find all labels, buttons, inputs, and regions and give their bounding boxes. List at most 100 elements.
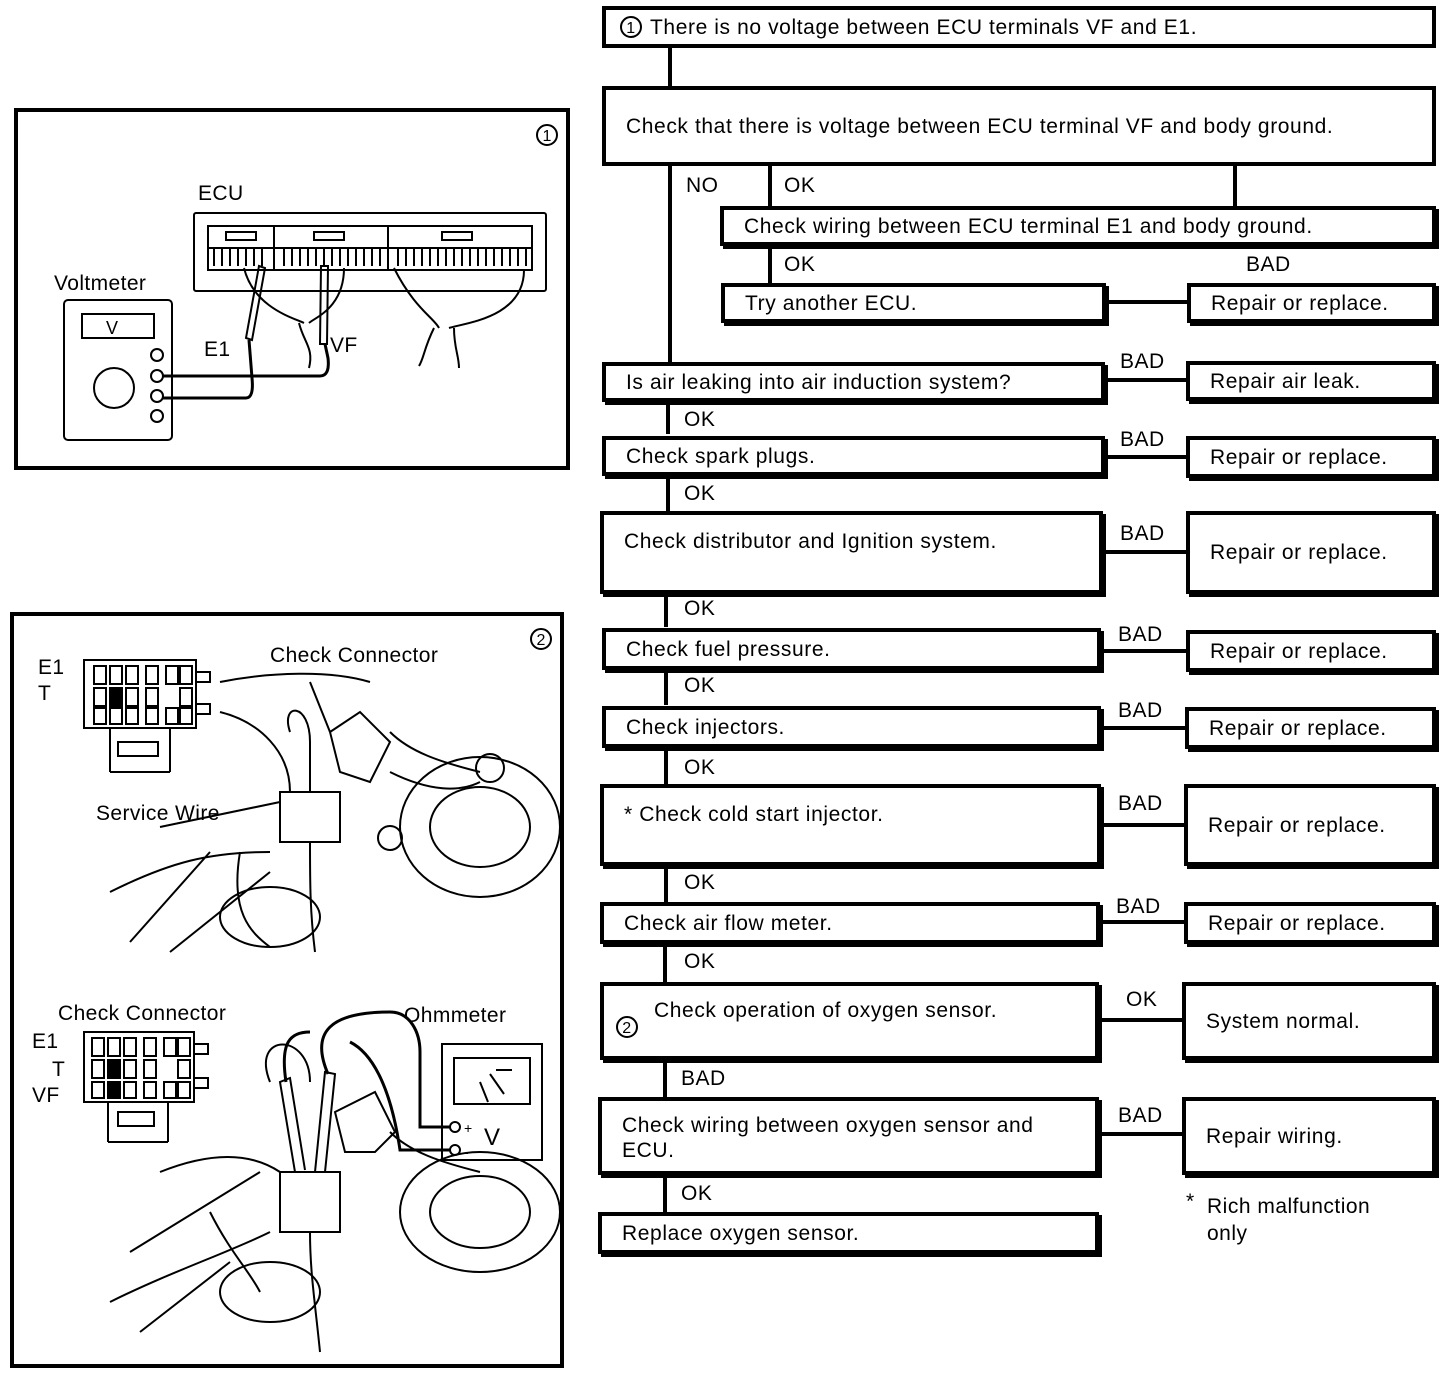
check-connector-illustration [83,659,561,1353]
vf-lead [163,343,330,378]
ohmmeter-body [441,1043,543,1161]
label-bad-wiring: BAD [1118,1104,1163,1127]
connector-face-top [83,659,197,729]
ecu-voltmeter-illustration [63,212,547,441]
label-bad-e1: BAD [1246,253,1291,276]
e1-probe-label: E1 [204,338,231,361]
check-e1-wiring-text: Check wiring between ECU terminal E1 and… [744,214,1313,238]
repair-replace-box-injectors: Repair or replace. [1185,707,1436,749]
ohmmeter-display [453,1057,531,1105]
vf-probe [318,265,330,345]
repair-replace-text-air-flow: Repair or replace. [1208,911,1386,935]
start-condition-text: There is no voltage between ECU terminal… [650,15,1198,39]
label-no: NO [686,174,719,197]
check-connector-label-top: Check Connector [270,644,439,667]
footnote-star: * [1186,1190,1195,1213]
step-marker-1: 1 [620,16,642,38]
repair-replace-text-spark: Repair or replace. [1210,445,1388,469]
leader-line [219,672,371,683]
injectors-text: Check injectors. [626,715,785,739]
e1-pin-label-top: E1 [38,656,65,679]
probe-plus [314,1070,337,1173]
voltmeter-unit: V [106,318,119,338]
service-wire-label: Service Wire [96,802,220,825]
probe-minus [278,1076,306,1173]
repair-replace-box-e1: Repair or replace. [1187,283,1436,323]
label-ok-wiring: OK [681,1182,713,1205]
repair-replace-box-spark: Repair or replace. [1186,436,1436,478]
ohmmeter-plus-label: + [464,1120,473,1136]
footnote-text: Rich malfunction only [1207,1195,1371,1245]
air-leak-question-text: Is air leaking into air induction system… [626,370,1012,394]
label-bad-air: BAD [1120,350,1165,373]
label-ok-cold-start: OK [684,871,716,894]
voltmeter-display [81,313,155,339]
ohmmeter-minus-label: - [464,1144,470,1160]
check-vf-ground-text: Check that there is voltage between ECU … [626,114,1334,138]
spark-plugs-box: Check spark plugs. [602,436,1105,476]
label-ok-air: OK [684,408,716,431]
panel-number-1: 1 [536,124,558,146]
repair-replace-box-air-flow: Repair or replace. [1184,902,1436,944]
t-pin-label-bottom: T [52,1058,66,1081]
label-ok-injectors: OK [684,756,716,779]
fuel-pressure-box: Check fuel pressure. [602,628,1101,670]
panel-number-2: 2 [530,628,552,650]
cold-start-box: * Check cold start injector. [600,784,1101,866]
system-normal-box: System normal. [1182,982,1436,1060]
air-leak-question-box: Is air leaking into air induction system… [602,362,1105,402]
e1-lead [163,339,254,400]
label-ok-oxygen: OK [1126,988,1158,1011]
replace-oxygen-box: Replace oxygen sensor. [598,1212,1099,1254]
check-connector-label-bottom: Check Connector [58,1002,227,1025]
ohmmeter-lead-plus [320,1010,450,1129]
repair-replace-text-distributor: Repair or replace. [1210,541,1388,564]
ecu-label: ECU [198,182,244,205]
label-ok-fuel: OK [684,674,716,697]
label-bad-distributor: BAD [1120,522,1165,545]
connector-face-bottom [83,1031,195,1103]
system-normal-text: System normal. [1206,1009,1361,1033]
start-condition-box: 1 There is no voltage between ECU termin… [602,6,1436,48]
injectors-box: Check injectors. [602,706,1101,748]
cold-start-text: * Check cold start injector. [624,803,884,826]
label-bad-spark: BAD [1120,428,1165,451]
repair-replace-box-distributor: Repair or replace. [1186,511,1436,594]
repair-air-leak-box: Repair air leak. [1186,361,1436,401]
repair-air-leak-text: Repair air leak. [1210,369,1361,393]
repair-replace-box-fuel: Repair or replace. [1186,630,1436,672]
spark-plugs-text: Check spark plugs. [626,444,816,468]
label-ok-distributor: OK [684,597,716,620]
harness-wire [243,267,305,324]
fuel-pressure-text: Check fuel pressure. [626,637,831,661]
e1-probe [244,264,267,342]
repair-replace-text-e1: Repair or replace. [1211,291,1389,315]
label-bad-fuel: BAD [1118,623,1163,646]
oxygen-operation-text: Check operation of oxygen sensor. [654,999,998,1022]
t-pin-label-top: T [38,682,52,705]
replace-oxygen-text: Replace oxygen sensor. [622,1221,860,1245]
panel-ecu-voltmeter: 1 ECU Voltmeter E1 VF [14,108,570,470]
check-connector-top [279,791,341,843]
step-marker-2: 2 [616,1016,638,1038]
label-ok-vf: OK [784,174,816,197]
ohmmeter-unit: V [484,1124,501,1151]
label-bad-injectors: BAD [1118,699,1163,722]
wiring-oxygen-ecu-text: Check wiring between oxygen sensor and E… [622,1114,1034,1162]
check-connector-bottom [279,1171,341,1233]
repair-wiring-text: Repair wiring. [1206,1124,1343,1148]
air-flow-meter-text: Check air flow meter. [624,911,833,935]
ecu-body [193,212,547,292]
wiring-oxygen-ecu-box: Check wiring between oxygen sensor and E… [598,1097,1099,1175]
panel-check-connector: 2 E1 T Check Connector Service Wire Chec… [10,612,564,1368]
ohmmeter-lead-minus [282,1030,450,1152]
voltmeter-label: Voltmeter [54,272,147,295]
voltmeter-body [63,299,173,441]
air-flow-meter-box: Check air flow meter. [600,902,1100,944]
try-another-ecu-box: Try another ECU. [721,283,1106,323]
oxygen-operation-box: 2 Check operation of oxygen sensor. [600,982,1099,1060]
ohmmeter-label: Ohmmeter [404,1004,507,1027]
repair-replace-box-cold-start: Repair or replace. [1184,784,1436,866]
label-ok-air-flow: OK [684,950,716,973]
